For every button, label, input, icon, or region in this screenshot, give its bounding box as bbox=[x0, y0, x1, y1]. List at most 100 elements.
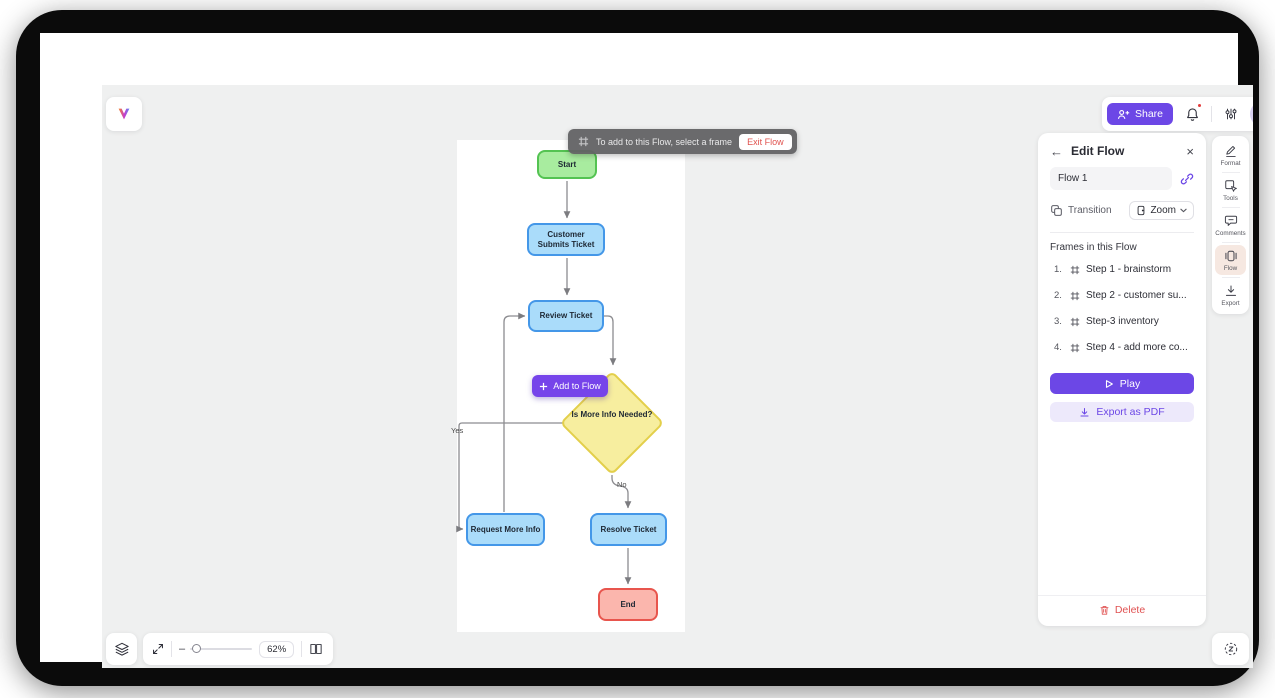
transition-label-group: Transition bbox=[1050, 204, 1112, 217]
flowchart-frame[interactable]: Start Customer Submits Ticket Review Tic… bbox=[451, 140, 685, 632]
zoom-to-fit-icon bbox=[1224, 642, 1237, 656]
frame-list-item-1[interactable]: 1. Step 1 - brainstorm bbox=[1038, 256, 1206, 282]
rail-item-format[interactable]: Format bbox=[1215, 140, 1246, 170]
frame-icon bbox=[1070, 317, 1080, 326]
frames-heading: Frames in this Flow bbox=[1050, 242, 1137, 253]
frame-icon bbox=[1070, 265, 1080, 274]
delete-flow-button[interactable]: Delete bbox=[1038, 595, 1206, 626]
close-icon[interactable]: × bbox=[1186, 143, 1194, 159]
app-logo[interactable] bbox=[106, 97, 142, 131]
transition-value: Zoom bbox=[1150, 205, 1176, 216]
flow-name-row bbox=[1050, 167, 1194, 190]
zoom-bar-divider bbox=[301, 641, 303, 657]
rail-item-label: Format bbox=[1220, 160, 1241, 167]
frame-number: 1. bbox=[1054, 264, 1062, 275]
delete-label: Delete bbox=[1114, 604, 1146, 616]
add-to-flow-label: Add to Flow bbox=[553, 381, 601, 391]
node-end[interactable]: End bbox=[598, 588, 658, 621]
rail-divider bbox=[1221, 172, 1240, 173]
zoom-slider[interactable] bbox=[190, 644, 253, 653]
play-label: Play bbox=[1119, 377, 1141, 390]
node-review-ticket[interactable]: Review Ticket bbox=[528, 300, 604, 332]
frame-label: Step 4 - add more co... bbox=[1086, 342, 1188, 353]
format-pen-icon bbox=[1225, 145, 1236, 157]
device-screen: To add to this Flow, select a frame Exit… bbox=[40, 33, 1253, 668]
preferences-button[interactable] bbox=[1220, 103, 1242, 125]
exit-flow-button[interactable]: Exit Flow bbox=[739, 133, 792, 150]
rail-item-export[interactable]: Export bbox=[1215, 280, 1246, 310]
rail-item-label: Export bbox=[1221, 300, 1240, 307]
zoom-transition-icon bbox=[1138, 205, 1145, 216]
frame-list-item-4[interactable]: 4. Step 4 - add more co... bbox=[1038, 334, 1206, 360]
frame-number: 2. bbox=[1054, 290, 1062, 301]
rail-item-label: Tools bbox=[1223, 195, 1238, 202]
add-to-flow-button[interactable]: Add to Flow bbox=[532, 375, 608, 397]
play-button[interactable]: Play bbox=[1050, 373, 1194, 394]
zoom-level[interactable]: 62% bbox=[259, 640, 295, 658]
share-person-icon bbox=[1118, 109, 1130, 119]
transition-icon bbox=[1051, 205, 1062, 216]
transition-dropdown[interactable]: Zoom bbox=[1129, 201, 1194, 220]
link-icon[interactable] bbox=[1180, 172, 1194, 186]
header-divider bbox=[1211, 106, 1213, 122]
whiteboard-app: To add to this Flow, select a frame Exit… bbox=[102, 85, 1253, 668]
share-label: Share bbox=[1135, 108, 1164, 120]
zoom-slider-handle[interactable] bbox=[192, 644, 202, 653]
zoom-to-fit-button[interactable] bbox=[1212, 633, 1249, 665]
rail-item-tools[interactable]: Tools bbox=[1215, 175, 1246, 205]
rail-item-comments[interactable]: Comments bbox=[1215, 210, 1246, 240]
transition-row: Transition Zoom bbox=[1050, 201, 1194, 220]
flow-mode-notification: To add to this Flow, select a frame Exit… bbox=[568, 129, 797, 154]
frame-icon bbox=[578, 136, 589, 147]
right-tool-rail: Format Tools Comments bbox=[1212, 136, 1249, 314]
play-icon bbox=[1105, 379, 1113, 388]
export-pdf-button[interactable]: Export as PDF bbox=[1050, 402, 1194, 422]
chevron-down-icon bbox=[1180, 208, 1187, 213]
frame-label: Step 2 - customer su... bbox=[1086, 290, 1187, 301]
node-decision-label: Is More Info Needed? bbox=[571, 410, 653, 419]
sliders-icon bbox=[1225, 108, 1237, 120]
expand-icon[interactable] bbox=[152, 643, 164, 655]
comment-bubble-icon bbox=[1224, 215, 1237, 226]
node-start[interactable]: Start bbox=[537, 150, 597, 179]
download-icon bbox=[1080, 407, 1089, 417]
frame-icon bbox=[1070, 291, 1080, 300]
edge-label-no: No bbox=[617, 480, 627, 489]
share-button[interactable]: Share bbox=[1107, 103, 1174, 125]
frame-number: 4. bbox=[1054, 342, 1062, 353]
zoom-out-icon[interactable]: – bbox=[179, 643, 186, 655]
avatar-person-icon bbox=[1252, 107, 1253, 127]
panel-divider bbox=[1050, 232, 1194, 233]
notification-dot bbox=[1197, 103, 1203, 108]
trash-icon bbox=[1100, 606, 1109, 615]
node-resolve-ticket[interactable]: Resolve Ticket bbox=[590, 513, 667, 546]
frame-number: 3. bbox=[1054, 316, 1062, 327]
rail-item-label: Flow bbox=[1223, 265, 1238, 272]
tools-cursor-icon bbox=[1224, 180, 1237, 192]
back-icon[interactable]: ← bbox=[1050, 143, 1063, 159]
notifications-button[interactable] bbox=[1181, 103, 1203, 125]
header-actions: Share bbox=[1102, 97, 1253, 131]
frame-list-item-3[interactable]: 3. Step-3 inventory bbox=[1038, 308, 1206, 334]
rail-item-flow[interactable]: Flow bbox=[1215, 245, 1246, 275]
zoom-controls: – 62% bbox=[143, 633, 333, 665]
transition-label: Transition bbox=[1068, 205, 1112, 216]
rail-divider bbox=[1221, 207, 1240, 208]
user-avatar[interactable] bbox=[1250, 101, 1253, 127]
layers-icon bbox=[114, 642, 129, 656]
node-request-more-info[interactable]: Request More Info bbox=[466, 513, 545, 546]
flow-name-input[interactable] bbox=[1050, 167, 1172, 190]
frame-icon bbox=[1070, 343, 1080, 352]
edit-flow-panel: ← Edit Flow × Transition bbox=[1038, 133, 1206, 626]
panel-title: Edit Flow bbox=[1071, 144, 1125, 158]
edge-label-yes: Yes bbox=[451, 426, 464, 435]
export-pdf-label: Export as PDF bbox=[1096, 406, 1165, 418]
pages-icon[interactable] bbox=[309, 643, 323, 655]
rail-item-label: Comments bbox=[1215, 230, 1246, 237]
layers-button[interactable] bbox=[106, 633, 137, 665]
frame-list-item-2[interactable]: 2. Step 2 - customer su... bbox=[1038, 282, 1206, 308]
notification-text: To add to this Flow, select a frame bbox=[596, 136, 733, 147]
bell-icon bbox=[1186, 107, 1198, 121]
export-download-icon bbox=[1225, 285, 1236, 296]
node-customer-submits-ticket[interactable]: Customer Submits Ticket bbox=[527, 223, 605, 256]
